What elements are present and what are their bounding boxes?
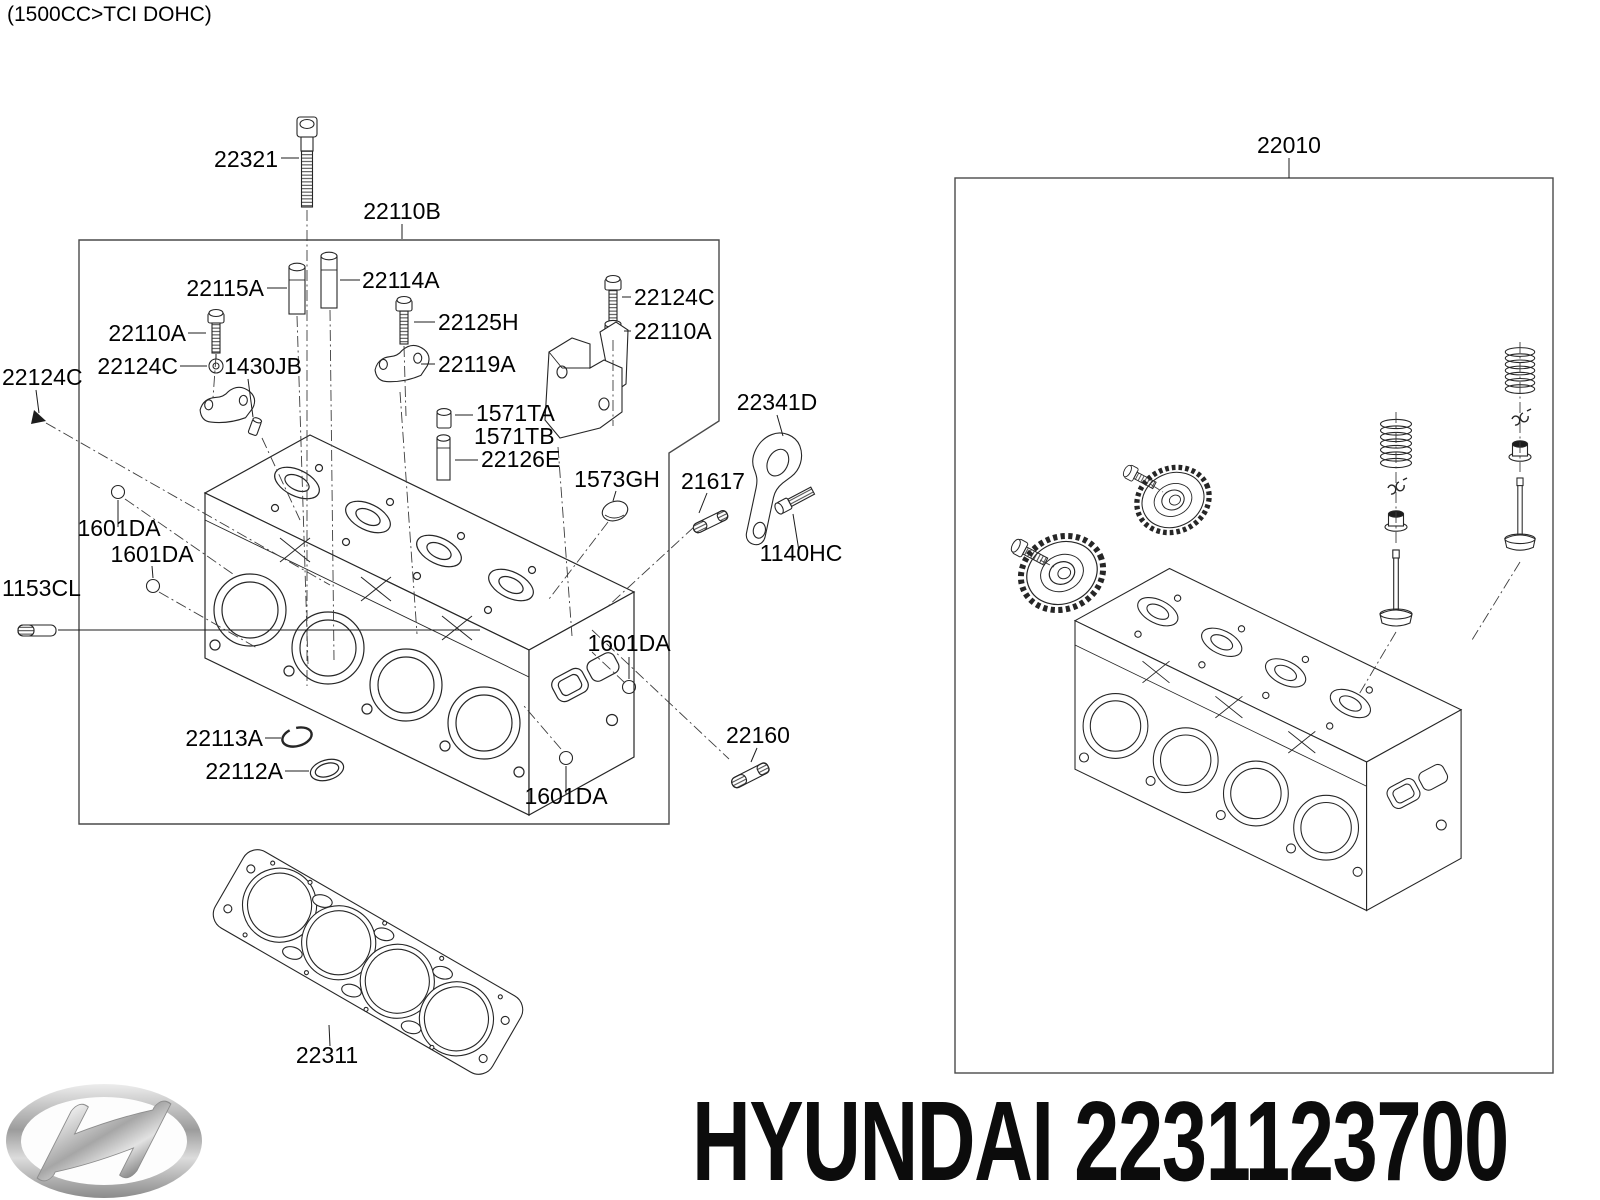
part-label-22321: 22321 — [214, 146, 278, 172]
hyundai-logo — [6, 1084, 202, 1198]
part-label-1571TA: 1571TA — [476, 400, 556, 426]
part-label-1601DA-2: 1601DA — [110, 541, 194, 567]
part-label-22341D: 22341D — [737, 389, 818, 415]
part-bolt-22110A-left — [207, 308, 225, 354]
part-valve-guide-22115A — [288, 262, 306, 315]
part-label-22119A: 22119A — [438, 351, 516, 377]
leader-lines — [35, 157, 1290, 1047]
part-label-22114A: 22114A — [362, 267, 440, 293]
part-label-22112A: 22112A — [205, 758, 283, 784]
part-plug-1601DA-4 — [621, 679, 637, 695]
part-label-22110A-right: 22110A — [634, 318, 712, 344]
part-label-22124C-far-left: 22124C — [2, 364, 83, 390]
part-cam-sprocket-2 — [1126, 456, 1219, 544]
group-label-22010: 22010 — [1257, 132, 1321, 158]
part-plug-1601DA-2 — [145, 578, 161, 594]
part-bolt-22321 — [296, 116, 318, 208]
part-valve-keepers-2 — [1511, 408, 1532, 426]
part-stud-1153CL — [17, 624, 57, 637]
brand-name: HYUNDAI — [692, 1078, 1054, 1200]
part-stud-22160 — [731, 762, 770, 789]
part-label-22110A-left: 22110A — [108, 320, 186, 346]
part-dowel-1430JB — [247, 417, 263, 436]
part-labels: 22321 22110B 22115A 22114A 22110A 22124C… — [2, 132, 1321, 1068]
part-label-1601DA-3: 1601DA — [524, 783, 608, 809]
group-box-22110B — [78, 239, 720, 825]
part-label-22125H: 22125H — [438, 309, 519, 335]
right-group-parts — [1009, 347, 1536, 627]
part-label-1571TB: 1571TB — [474, 423, 555, 449]
part-bolt-22125H — [395, 295, 413, 345]
part-guide-22126E — [436, 434, 451, 481]
part-label-22115A: 22115A — [186, 275, 264, 301]
group-label-22110B: 22110B — [363, 198, 441, 224]
part-plug-1573GH — [601, 500, 629, 522]
part-ring-22113A — [281, 726, 313, 748]
head-gasket-22311 — [212, 849, 524, 1075]
part-cap-1571TA — [436, 408, 452, 429]
part-label-21617: 21617 — [681, 468, 745, 494]
part-valve-2 — [1504, 477, 1536, 551]
part-label-22126E: 22126E — [481, 446, 560, 472]
part-number: 2231123700 — [1074, 1078, 1509, 1200]
part-bolt-1140HC — [774, 486, 816, 515]
phantom-lines — [45, 210, 1521, 760]
part-label-1601DA-4: 1601DA — [587, 630, 671, 656]
part-label-1573GH: 1573GH — [574, 466, 660, 492]
part-label-22160: 22160 — [726, 722, 790, 748]
part-plug-1601DA-1 — [110, 484, 126, 500]
part-label-22124C-mid: 22124C — [97, 353, 178, 379]
part-label-22124C-right: 22124C — [634, 284, 715, 310]
part-plug-1601DA-3 — [558, 750, 574, 766]
part-label-1140HC: 1140HC — [760, 540, 843, 566]
part-label-22311: 22311 — [296, 1042, 358, 1068]
part-label-1430JB: 1430JB — [224, 353, 302, 379]
part-label-22113A: 22113A — [185, 725, 263, 751]
engine-variant-title: (1500CC>TCI DOHC) — [7, 3, 212, 26]
part-bolt-22124C-right — [604, 274, 622, 322]
part-valve-1 — [1379, 549, 1413, 627]
arrowhead-22124C — [31, 410, 46, 424]
part-camcap-left — [198, 382, 257, 427]
part-cam-bracket — [544, 321, 629, 439]
part-valve-keepers-1 — [1387, 477, 1408, 495]
part-seal-22112A — [309, 758, 345, 782]
part-label-1153CL: 1153CL — [2, 575, 81, 601]
part-label-1601DA-1: 1601DA — [77, 515, 161, 541]
part-bracket-22341D — [745, 432, 803, 546]
group-box-22010 — [954, 177, 1554, 1074]
part-stud-21617 — [692, 509, 729, 534]
part-valve-guide-22114A — [320, 251, 338, 309]
